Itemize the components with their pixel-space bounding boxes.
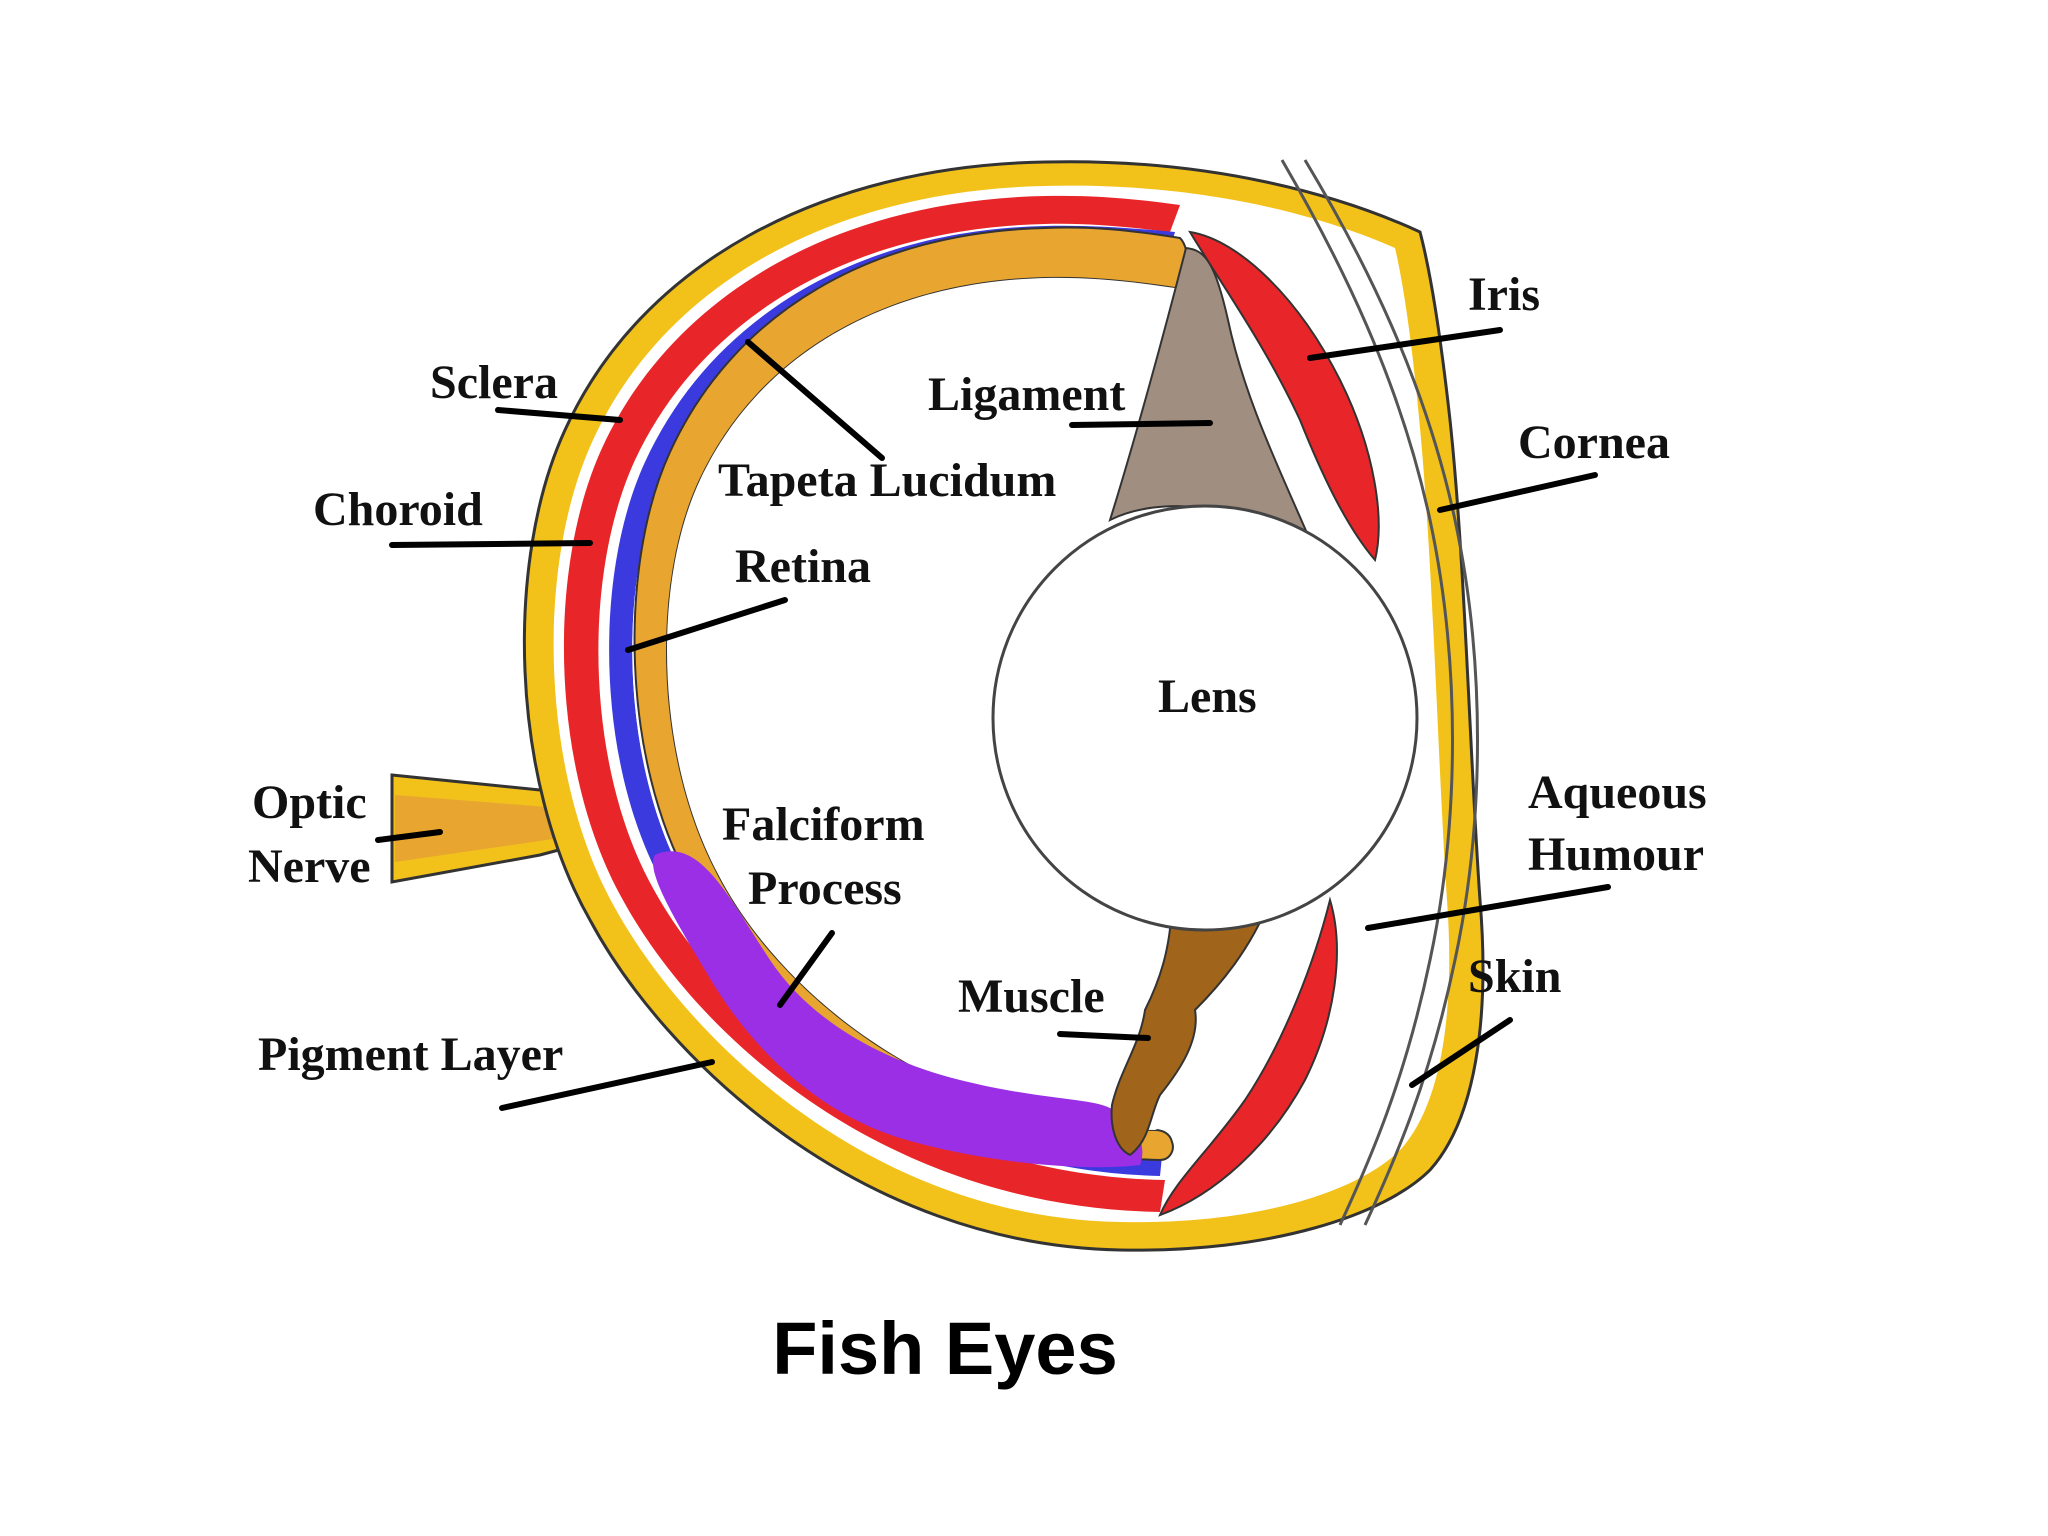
label-muscle: Muscle	[958, 970, 1105, 1023]
leader-lines	[375, 327, 1611, 1111]
leader-optic	[375, 829, 443, 843]
label-falciform: Falciform	[722, 798, 925, 851]
leader-tapeta	[745, 339, 885, 461]
leader-aqueous	[1365, 884, 1611, 931]
falciform-process-shape	[653, 851, 1143, 1168]
label-skin: Skin	[1468, 950, 1561, 1003]
leader-iris	[1307, 327, 1503, 361]
label-optic: Optic	[252, 776, 367, 829]
diagram-caption: Fish Eyes	[772, 1307, 1118, 1390]
label-lens: Lens	[1158, 670, 1257, 723]
leader-sclera	[495, 407, 623, 423]
leader-ligament	[1069, 420, 1213, 428]
label-iris: Iris	[1468, 268, 1540, 321]
label-choroid: Choroid	[313, 483, 483, 536]
leader-retina	[625, 597, 788, 653]
leader-skin	[1409, 1017, 1513, 1088]
iris-lower	[1158, 896, 1338, 1217]
leader-cornea	[1437, 472, 1598, 513]
lens-shape	[991, 504, 1419, 932]
skin-lines	[1280, 159, 1479, 1226]
label-ligament: Ligament	[928, 368, 1125, 421]
label-process: Process	[748, 862, 902, 915]
label-retina: Retina	[735, 540, 871, 593]
leader-falciform	[777, 930, 835, 1008]
label-humour: Humour	[1528, 828, 1704, 881]
label-nerve: Nerve	[248, 840, 371, 893]
label-cornea: Cornea	[1518, 416, 1670, 469]
iris-upper	[1188, 230, 1380, 563]
label-tapeta-lucidum: Tapeta Lucidum	[718, 454, 1056, 507]
leader-choroid	[389, 540, 593, 548]
label-pigment-layer: Pigment Layer	[258, 1028, 563, 1081]
label-aqueous: Aqueous	[1528, 766, 1707, 819]
vitreous	[667, 277, 1250, 1131]
label-sclera: Sclera	[430, 356, 558, 409]
leader-muscle	[1057, 1031, 1151, 1041]
leader-pigment	[499, 1059, 715, 1111]
